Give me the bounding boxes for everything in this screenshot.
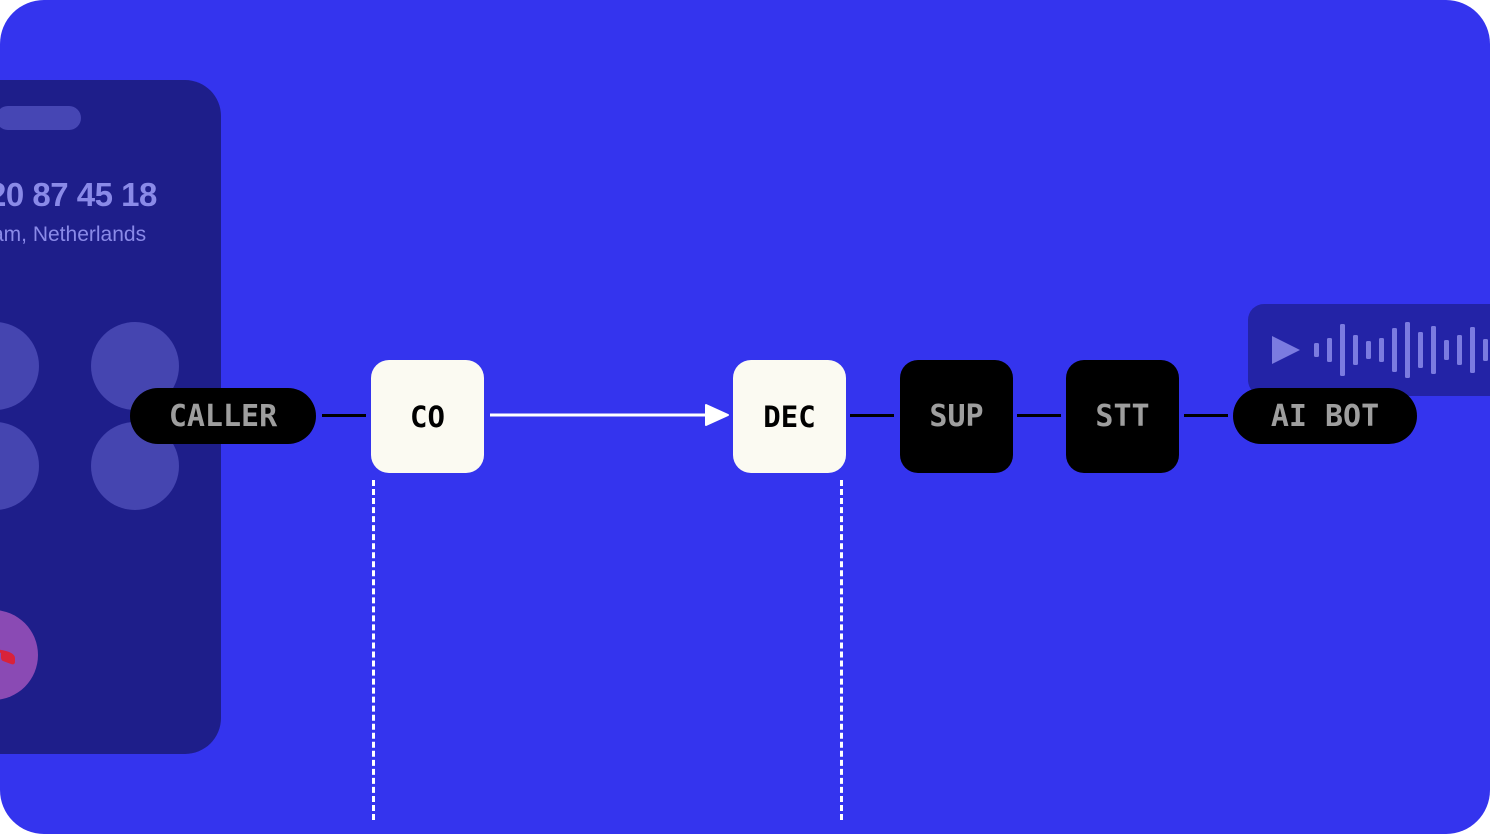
waveform-bar [1366,341,1371,359]
hangup-button[interactable] [0,610,38,700]
keypad-button[interactable] [0,322,39,410]
phone-location: am, Netherlands [0,223,147,246]
sup-node: SUP [900,360,1013,473]
caller-node: CALLER [130,388,316,444]
phone-hangup-icon [0,649,15,665]
waveform-bar [1392,328,1397,372]
co-dashed-line [372,480,375,820]
ai-bot-node: AI BOT [1233,388,1417,444]
waveform-bar [1483,339,1488,361]
waveform-bar [1457,335,1462,365]
waveform-bar [1353,335,1358,365]
connector-dec-sup [850,414,894,417]
dec-dashed-line [840,480,843,820]
connector-caller-co [322,414,366,417]
waveform-icon [1314,322,1488,378]
waveform-bar [1379,338,1384,362]
waveform-bar [1314,343,1319,357]
waveform-bar [1470,327,1475,373]
play-icon[interactable] [1270,334,1302,366]
connector-sup-stt [1017,414,1061,417]
arrow-co-dec [490,404,729,426]
dec-node: DEC [733,360,846,473]
waveform-bar [1418,332,1423,368]
co-node: CO [371,360,484,473]
waveform-bar [1340,324,1345,376]
waveform-bar [1327,338,1332,362]
keypad-button[interactable] [0,422,39,510]
waveform-bar [1444,340,1449,360]
stt-node: STT [1066,360,1179,473]
audio-player-card [1248,304,1490,396]
connector-stt-aibot [1184,414,1228,417]
waveform-bar [1431,326,1436,374]
waveform-bar [1405,322,1410,378]
phone-number: 20 87 45 18 [0,176,157,213]
phone-status-pill [0,106,81,130]
